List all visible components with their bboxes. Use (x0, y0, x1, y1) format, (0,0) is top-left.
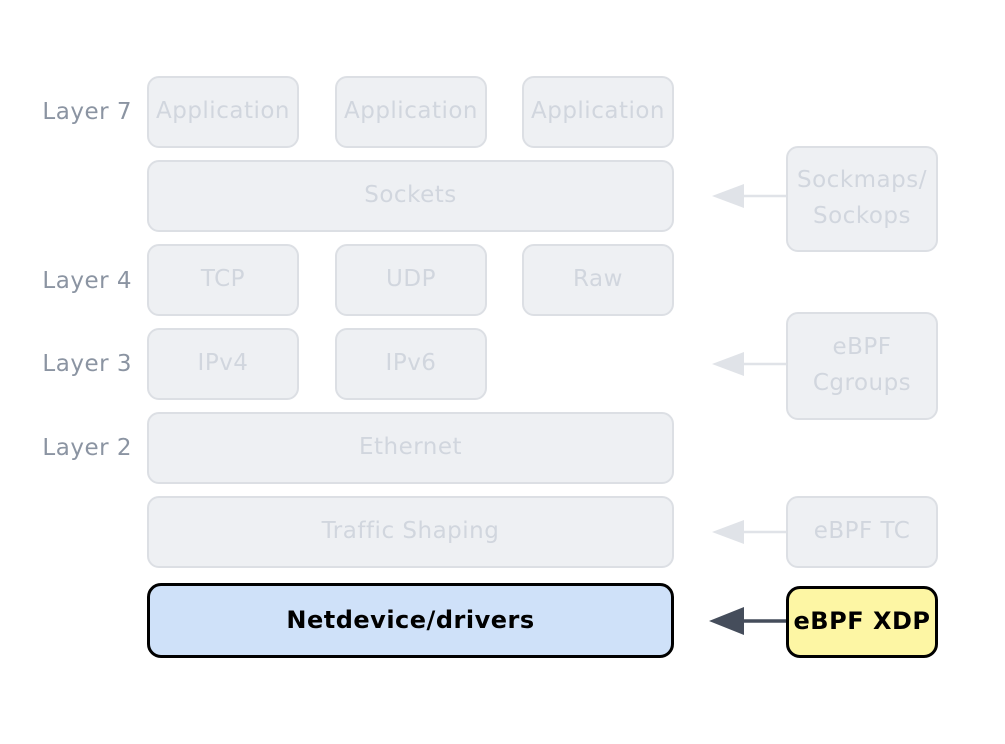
arrow-tc-to-traffic-shaping (712, 520, 786, 544)
ebpf-cgroups-label: eBPF Cgroups (813, 330, 911, 401)
sockets-box: Sockets (147, 160, 674, 232)
layer-label-4: Layer 4 (42, 268, 132, 294)
traffic-shaping-box: Traffic Shaping (147, 496, 674, 568)
ipv6-label: IPv6 (385, 350, 437, 377)
arrow-xdp-to-netdevice (709, 607, 786, 635)
ebpf-cgroups-box: eBPF Cgroups (786, 312, 938, 420)
tcp-box: TCP (147, 244, 299, 316)
layer-label-3: Layer 3 (42, 351, 132, 377)
ipv4-label: IPv4 (197, 350, 249, 377)
layer-label-2: Layer 2 (42, 435, 132, 461)
ebpf-tc-label: eBPF TC (813, 518, 911, 545)
udp-label: UDP (386, 266, 436, 293)
traffic-shaping-label: Traffic Shaping (321, 518, 500, 545)
netdevice-drivers-label: Netdevice/drivers (286, 605, 535, 634)
cgroups-line2: Cgroups (812, 370, 912, 396)
sockmaps-line1: Sockmaps/ (797, 167, 927, 194)
ipv4-box: IPv4 (147, 328, 299, 400)
raw-box: Raw (522, 244, 674, 316)
raw-label: Raw (573, 266, 623, 293)
application-label: Application (530, 98, 665, 125)
arrow-cgroups-to-layer3 (712, 352, 786, 376)
application-label: Application (343, 98, 478, 125)
sockmaps-line2: Sockops (813, 203, 911, 229)
sockmaps-sockops-label: Sockmaps/ Sockops (797, 163, 927, 234)
layer-label-7: Layer 7 (42, 99, 132, 125)
udp-box: UDP (335, 244, 487, 316)
ebpf-tc-box: eBPF TC (786, 496, 938, 568)
arrow-sockmaps-to-sockets (712, 184, 786, 208)
sockets-label: Sockets (364, 182, 457, 209)
tcp-label: TCP (200, 266, 246, 293)
sockmaps-sockops-box: Sockmaps/ Sockops (786, 146, 938, 252)
ethernet-label: Ethernet (358, 434, 463, 461)
ethernet-box: Ethernet (147, 412, 674, 484)
application-box-1: Application (147, 76, 299, 148)
ebpf-xdp-label: eBPF XDP (793, 607, 931, 636)
application-label: Application (155, 98, 290, 125)
netdevice-drivers-box: Netdevice/drivers (147, 583, 674, 658)
application-box-2: Application (335, 76, 487, 148)
application-box-3: Application (522, 76, 674, 148)
cgroups-line1: eBPF (832, 334, 892, 361)
ipv6-box: IPv6 (335, 328, 487, 400)
ebpf-xdp-box: eBPF XDP (786, 586, 938, 658)
